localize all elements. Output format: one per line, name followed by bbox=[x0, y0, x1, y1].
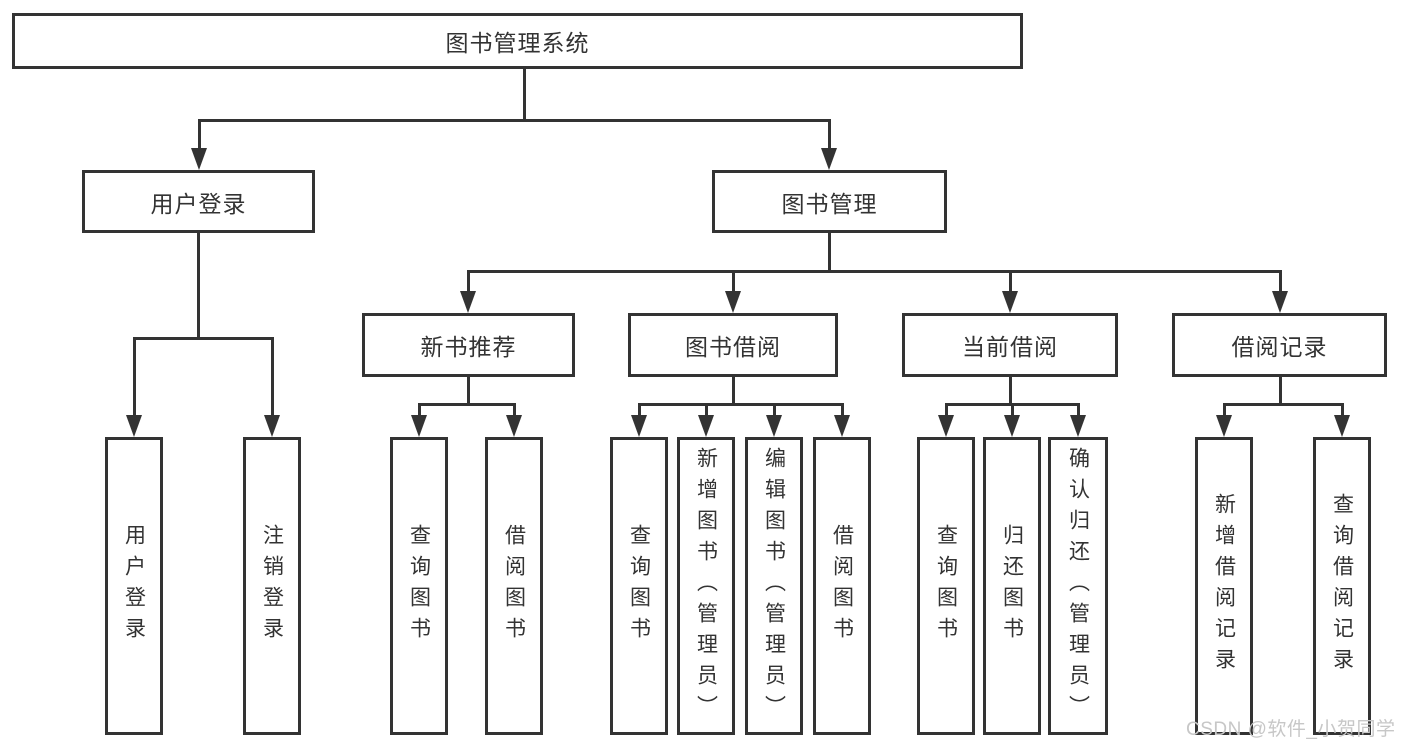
arrow-to-leaf bbox=[938, 415, 954, 437]
arrow-to-leaf bbox=[1004, 415, 1020, 437]
connector-leaf-drop bbox=[638, 403, 641, 417]
leaf-label: 确认归还（管理员） bbox=[1066, 446, 1090, 726]
leaf-borrow-books: 借阅图书 bbox=[485, 437, 543, 735]
leaf-label: 注销登录 bbox=[260, 524, 284, 648]
arrow-to-leaf bbox=[506, 415, 522, 437]
leaf-confirm-return-admin: 确认归还（管理员） bbox=[1048, 437, 1108, 735]
connector-leaf-drop bbox=[1223, 403, 1226, 417]
arrow-to-user-login bbox=[191, 148, 207, 170]
leaf-add-borrow-record: 新增借阅记录 bbox=[1195, 437, 1253, 735]
arrow-to-leaf bbox=[1070, 415, 1086, 437]
leaf-query-borrow-record: 查询借阅记录 bbox=[1313, 437, 1371, 735]
connector-logout-leaf-drop bbox=[271, 337, 274, 417]
arrow-to-new-book-recommend bbox=[460, 291, 476, 313]
leaf-add-books-admin: 新增图书（管理员） bbox=[677, 437, 735, 735]
connector-leaf-drop bbox=[773, 403, 776, 417]
arrow-to-leaf bbox=[631, 415, 647, 437]
arrow-to-login-leaf bbox=[126, 415, 142, 437]
leaf-user-login: 用户登录 bbox=[105, 437, 163, 735]
connector-book-borrow-stem bbox=[732, 377, 735, 406]
node-book-borrow: 图书借阅 bbox=[628, 313, 838, 377]
connector-current-borrow-stem bbox=[1009, 377, 1012, 406]
arrow-to-leaf bbox=[411, 415, 427, 437]
arrow-to-leaf bbox=[698, 415, 714, 437]
connector-leaf-drop bbox=[705, 403, 708, 417]
leaf-query-books: 查询图书 bbox=[610, 437, 668, 735]
connector-new-book-bar bbox=[418, 403, 515, 406]
connector-new-book-stem bbox=[467, 377, 470, 406]
leaf-return-books: 归还图书 bbox=[983, 437, 1041, 735]
connector-login-leaf-drop bbox=[133, 337, 136, 417]
arrow-to-book-borrow bbox=[725, 291, 741, 313]
leaf-query-books: 查询图书 bbox=[390, 437, 448, 735]
leaf-label: 用户登录 bbox=[122, 524, 146, 648]
connector-leaf-drop bbox=[1011, 403, 1014, 417]
node-new-book-recommend: 新书推荐 bbox=[362, 313, 575, 377]
connector-root-stem bbox=[523, 68, 526, 121]
connector-leaf-drop bbox=[1341, 403, 1344, 417]
leaf-edit-books-admin: 编辑图书（管理员） bbox=[745, 437, 803, 735]
connector-user-login-stem bbox=[197, 233, 200, 340]
node-label: 借阅记录 bbox=[1231, 334, 1328, 360]
connector-leaf-drop bbox=[841, 403, 844, 417]
connector-leaf-drop bbox=[513, 403, 516, 417]
connector-book-borrow-bar bbox=[638, 403, 843, 406]
leaf-label: 查询图书 bbox=[407, 524, 431, 648]
connector-leaf-drop bbox=[945, 403, 948, 417]
node-current-borrow: 当前借阅 bbox=[902, 313, 1118, 377]
leaf-label: 查询图书 bbox=[934, 524, 958, 648]
arrow-to-leaf bbox=[766, 415, 782, 437]
node-borrow-record: 借阅记录 bbox=[1172, 313, 1387, 377]
leaf-logout: 注销登录 bbox=[243, 437, 301, 735]
node-library-management-system: 图书管理系统 bbox=[12, 13, 1023, 69]
node-label: 图书借阅 bbox=[685, 334, 781, 360]
arrow-to-book-management bbox=[821, 148, 837, 170]
arrow-to-logout-leaf bbox=[264, 415, 280, 437]
leaf-label: 查询借阅记录 bbox=[1330, 493, 1354, 679]
leaf-label: 归还图书 bbox=[1000, 524, 1024, 648]
connector-new-book-drop bbox=[467, 270, 470, 293]
arrow-to-current-borrow bbox=[1002, 291, 1018, 313]
node-book-management: 图书管理 bbox=[712, 170, 947, 233]
node-label: 新书推荐 bbox=[420, 334, 517, 360]
arrow-to-leaf bbox=[834, 415, 850, 437]
node-label: 用户登录 bbox=[150, 190, 247, 217]
arrow-to-leaf bbox=[1334, 415, 1350, 437]
node-user-login-branch: 用户登录 bbox=[82, 170, 315, 233]
connector-level2-bar bbox=[467, 270, 1282, 273]
leaf-query-books: 查询图书 bbox=[917, 437, 975, 735]
connector-leaf-drop bbox=[418, 403, 421, 417]
leaf-label: 借阅图书 bbox=[502, 524, 526, 648]
connector-book-mgmt-stem bbox=[828, 233, 831, 273]
watermark: CSDN @软件_小贺同学 bbox=[1186, 719, 1396, 740]
node-label: 图书管理 bbox=[781, 190, 878, 217]
connector-borrow-record-stem bbox=[1279, 377, 1282, 406]
leaf-label: 借阅图书 bbox=[830, 524, 854, 648]
connector-current-borrow-drop bbox=[1009, 270, 1012, 293]
leaf-borrow-books: 借阅图书 bbox=[813, 437, 871, 735]
leaf-label: 编辑图书（管理员） bbox=[762, 446, 786, 726]
arrow-to-leaf bbox=[1216, 415, 1232, 437]
leaf-label: 查询图书 bbox=[627, 524, 651, 648]
arrow-to-borrow-record bbox=[1272, 291, 1288, 313]
connector-book-borrow-drop bbox=[732, 270, 735, 293]
connector-borrow-record-bar bbox=[1223, 403, 1343, 406]
connector-user-login-drop bbox=[198, 119, 201, 150]
node-label: 当前借阅 bbox=[962, 334, 1058, 360]
leaf-label: 新增图书（管理员） bbox=[694, 446, 718, 726]
connector-user-login-bar bbox=[133, 337, 274, 340]
node-label: 图书管理系统 bbox=[445, 30, 590, 56]
connector-borrow-record-drop bbox=[1279, 270, 1282, 293]
connector-level1-bar bbox=[198, 119, 831, 122]
connector-leaf-drop bbox=[1077, 403, 1080, 417]
leaf-label: 新增借阅记录 bbox=[1212, 493, 1236, 679]
connector-book-mgmt-drop bbox=[828, 119, 831, 150]
